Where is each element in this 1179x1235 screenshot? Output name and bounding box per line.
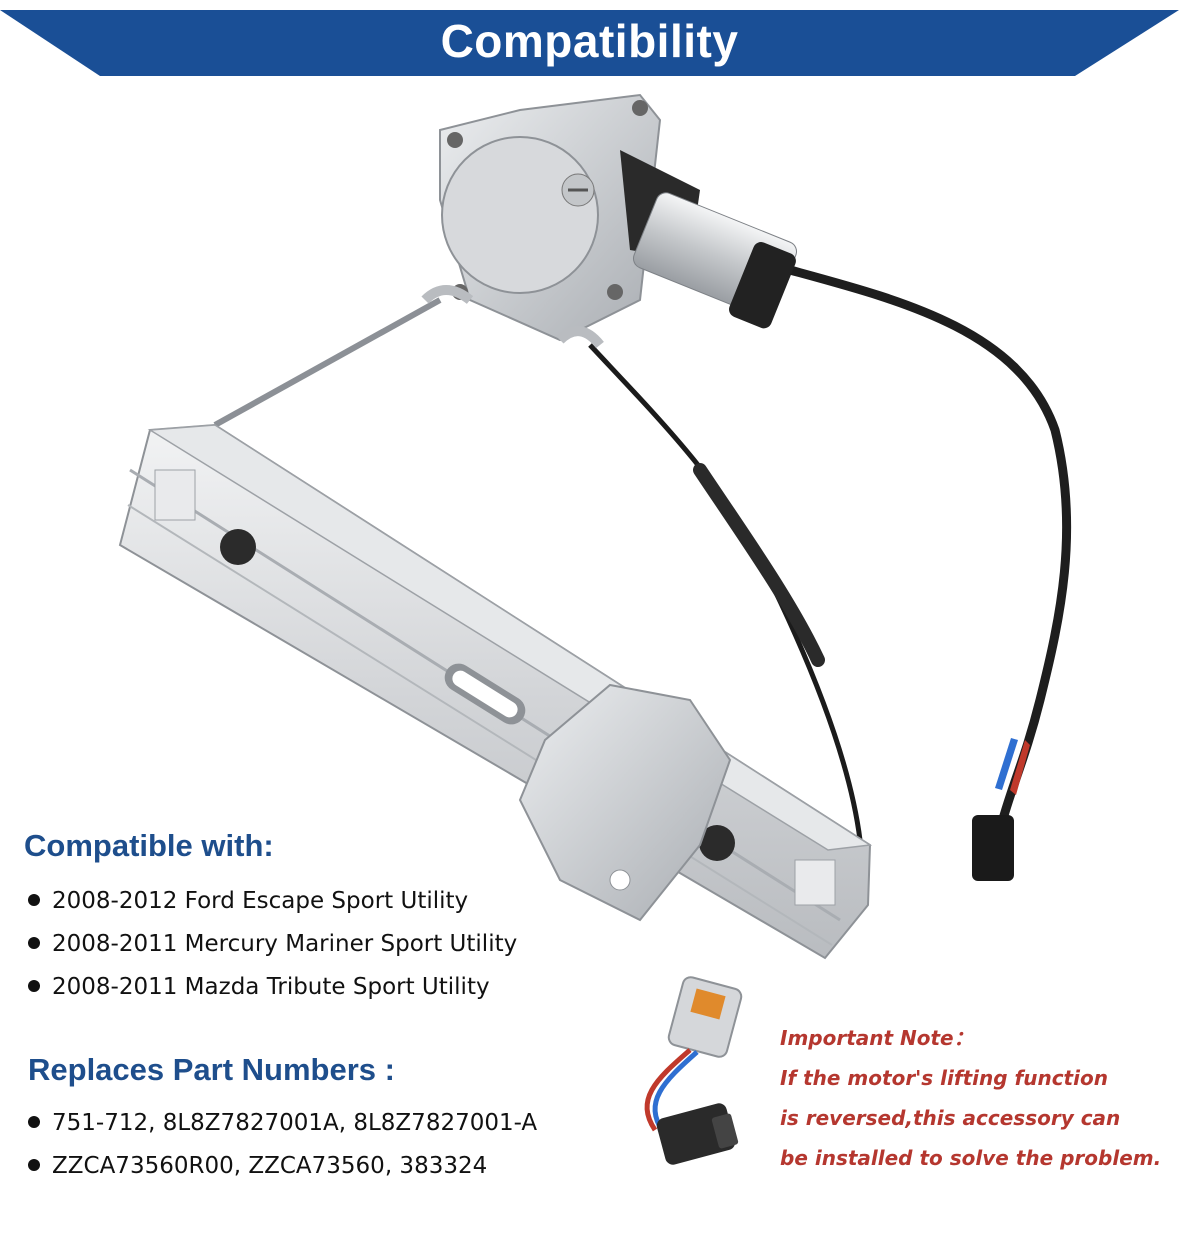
list-item: ZZCA73560R00, ZZCA73560, 383324: [28, 1145, 537, 1188]
note-title: Important Note：: [780, 1026, 974, 1050]
note-line: is reversed,this accessory can: [780, 1106, 1121, 1130]
important-note: Important Note： If the motor's lifting f…: [780, 1018, 1161, 1178]
list-item: 751-712, 8L8Z7827001A, 8L8Z7827001-A: [28, 1102, 537, 1145]
replaces-heading: Replaces Part Numbers :: [28, 1052, 395, 1087]
bullet-icon: [28, 936, 40, 949]
lift-cable: [213, 297, 442, 428]
compatibility-banner: Compatibility: [0, 0, 1179, 82]
banner-shape: [0, 10, 1179, 76]
motor-assembly: [421, 93, 798, 349]
list-item: 2008-2011 Mercury Mariner Sport Utility: [28, 923, 517, 966]
adapter-connector-icon: [644, 976, 743, 1165]
list-item: 2008-2011 Mazda Tribute Sport Utility: [28, 966, 517, 1009]
bullet-icon: [28, 1158, 40, 1171]
bullet-icon: [28, 1115, 40, 1128]
bullet-icon: [28, 893, 40, 906]
cable-sleeve: [693, 463, 825, 667]
replaces-list: 751-712, 8L8Z7827001A, 8L8Z7827001-A ZZC…: [28, 1102, 537, 1188]
banner-title: Compatibility: [440, 15, 739, 67]
compatible-list: 2008-2012 Ford Escape Sport Utility 2008…: [28, 880, 517, 1009]
note-line: be installed to solve the problem.: [780, 1146, 1162, 1170]
compatible-heading: Compatible with:: [24, 828, 274, 863]
note-line: If the motor's lifting function: [780, 1066, 1108, 1090]
glass-carrier: [518, 683, 732, 922]
wire-connector: [972, 815, 1014, 881]
regulator-rail: [118, 423, 873, 960]
list-item: 2008-2012 Ford Escape Sport Utility: [28, 880, 517, 923]
bullet-icon: [28, 979, 40, 992]
